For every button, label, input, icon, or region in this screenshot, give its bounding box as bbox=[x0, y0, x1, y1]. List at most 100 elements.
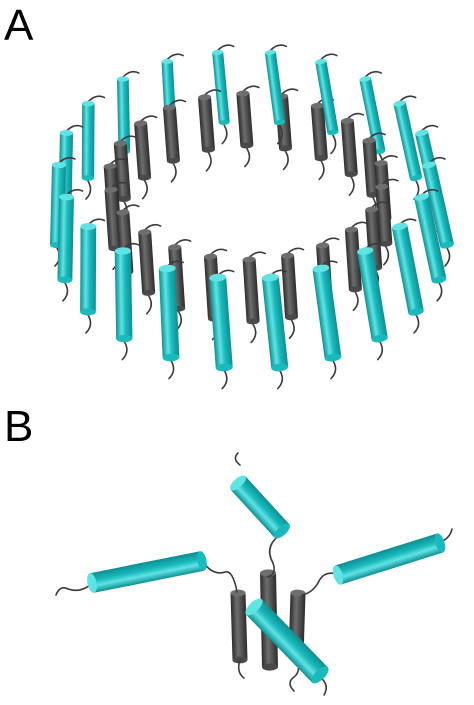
monomer-structure bbox=[55, 452, 453, 696]
loop-segment bbox=[216, 44, 235, 52]
loop-segment bbox=[170, 162, 177, 183]
gray-helix bbox=[310, 102, 328, 162]
loop-segment bbox=[221, 124, 228, 145]
loop-segment bbox=[221, 369, 228, 390]
loop-segment bbox=[65, 124, 84, 132]
loop-segment bbox=[330, 134, 337, 155]
cyan-helix bbox=[264, 49, 286, 126]
loop-segment bbox=[398, 95, 417, 103]
loop-segment bbox=[145, 295, 153, 315]
gray-helix bbox=[230, 589, 248, 664]
loop-segment bbox=[320, 53, 338, 61]
ring-assembly-structure bbox=[50, 44, 454, 390]
loop-segment bbox=[87, 95, 106, 103]
cyan-helix bbox=[114, 247, 133, 343]
loop-segment bbox=[234, 452, 241, 466]
loop-segment bbox=[444, 247, 451, 267]
cyan-helix bbox=[245, 598, 329, 684]
loop-segment bbox=[62, 282, 69, 302]
loop-segment bbox=[203, 89, 222, 97]
cyan-helix bbox=[230, 475, 290, 539]
loop-segment bbox=[266, 532, 284, 578]
loop-segment bbox=[202, 561, 238, 593]
cyan-helix bbox=[315, 58, 339, 136]
gray-helix bbox=[134, 120, 152, 181]
gray-helix bbox=[113, 140, 131, 203]
loop-segment bbox=[109, 158, 127, 166]
cyan-helix bbox=[212, 49, 230, 126]
cyan-helix bbox=[158, 264, 180, 362]
loop-segment bbox=[276, 124, 284, 145]
loop-segment bbox=[282, 150, 289, 171]
loop-segment bbox=[318, 160, 325, 181]
loop-segment bbox=[143, 223, 162, 231]
cyan-helix bbox=[80, 222, 97, 316]
loop-segment bbox=[168, 359, 175, 380]
panel-a-label: A bbox=[4, 1, 34, 50]
gray-helix bbox=[340, 117, 358, 178]
loop-segment bbox=[119, 135, 138, 143]
gray-helix bbox=[242, 256, 260, 325]
cyan-helix bbox=[391, 222, 424, 316]
loop-segment bbox=[286, 247, 305, 255]
loop-segment bbox=[280, 88, 299, 96]
loop-segment bbox=[301, 572, 341, 596]
panel-a: A bbox=[4, 1, 454, 390]
loop-segment bbox=[350, 221, 369, 229]
cyan-helix bbox=[414, 193, 447, 284]
cyan-helix bbox=[312, 264, 342, 362]
gray-helix bbox=[104, 186, 122, 252]
cyan-helix bbox=[57, 193, 74, 284]
loop-segment bbox=[276, 369, 284, 390]
loop-segment bbox=[383, 245, 390, 266]
loop-segment bbox=[370, 201, 389, 209]
cyan-helix bbox=[422, 161, 454, 249]
loop-segment bbox=[85, 314, 92, 334]
loop-segment bbox=[242, 85, 260, 93]
loop-segment bbox=[368, 132, 386, 140]
cyan-helix bbox=[393, 100, 423, 182]
panel-b-label: B bbox=[4, 402, 34, 451]
loop-segment bbox=[352, 291, 359, 312]
loop-segment bbox=[348, 176, 355, 196]
loop-segment bbox=[364, 70, 382, 78]
loop-segment bbox=[250, 323, 257, 344]
gray-helix bbox=[197, 94, 215, 153]
loop-segment bbox=[248, 251, 266, 259]
loop-segment bbox=[269, 44, 288, 52]
loop-segment bbox=[413, 314, 420, 334]
loop-segment bbox=[166, 53, 184, 61]
cyan-helix bbox=[261, 273, 289, 372]
loop-segment bbox=[321, 237, 340, 245]
cyan-helix bbox=[81, 100, 95, 181]
gray-helix bbox=[236, 90, 254, 149]
loop-segment bbox=[209, 248, 228, 256]
loop-segment bbox=[381, 178, 399, 186]
loop-segment bbox=[122, 204, 140, 212]
loop-segment bbox=[330, 359, 337, 380]
loop-segment bbox=[288, 319, 295, 340]
cyan-helix bbox=[332, 533, 446, 585]
gray-helix bbox=[138, 229, 156, 296]
gray-helix bbox=[281, 252, 299, 321]
cyan-helix bbox=[357, 247, 388, 343]
loop-segment bbox=[380, 154, 398, 162]
loop-segment bbox=[141, 179, 148, 200]
loop-segment bbox=[436, 282, 443, 302]
loop-segment bbox=[346, 112, 365, 120]
loop-segment bbox=[376, 340, 384, 361]
loop-segment bbox=[85, 180, 92, 200]
gray-helix bbox=[362, 137, 380, 198]
cyan-helix bbox=[87, 551, 207, 593]
loop-segment bbox=[173, 239, 192, 246]
gray-helix bbox=[162, 104, 180, 164]
loop-segment bbox=[237, 659, 245, 679]
loop-segment bbox=[205, 151, 212, 172]
loop-segment bbox=[122, 70, 140, 78]
loop-segment bbox=[168, 99, 187, 107]
gray-helix bbox=[344, 226, 362, 293]
loop-segment bbox=[244, 147, 251, 168]
loop-segment bbox=[55, 584, 91, 596]
loop-segment bbox=[121, 340, 128, 361]
loop-segment bbox=[58, 156, 76, 164]
